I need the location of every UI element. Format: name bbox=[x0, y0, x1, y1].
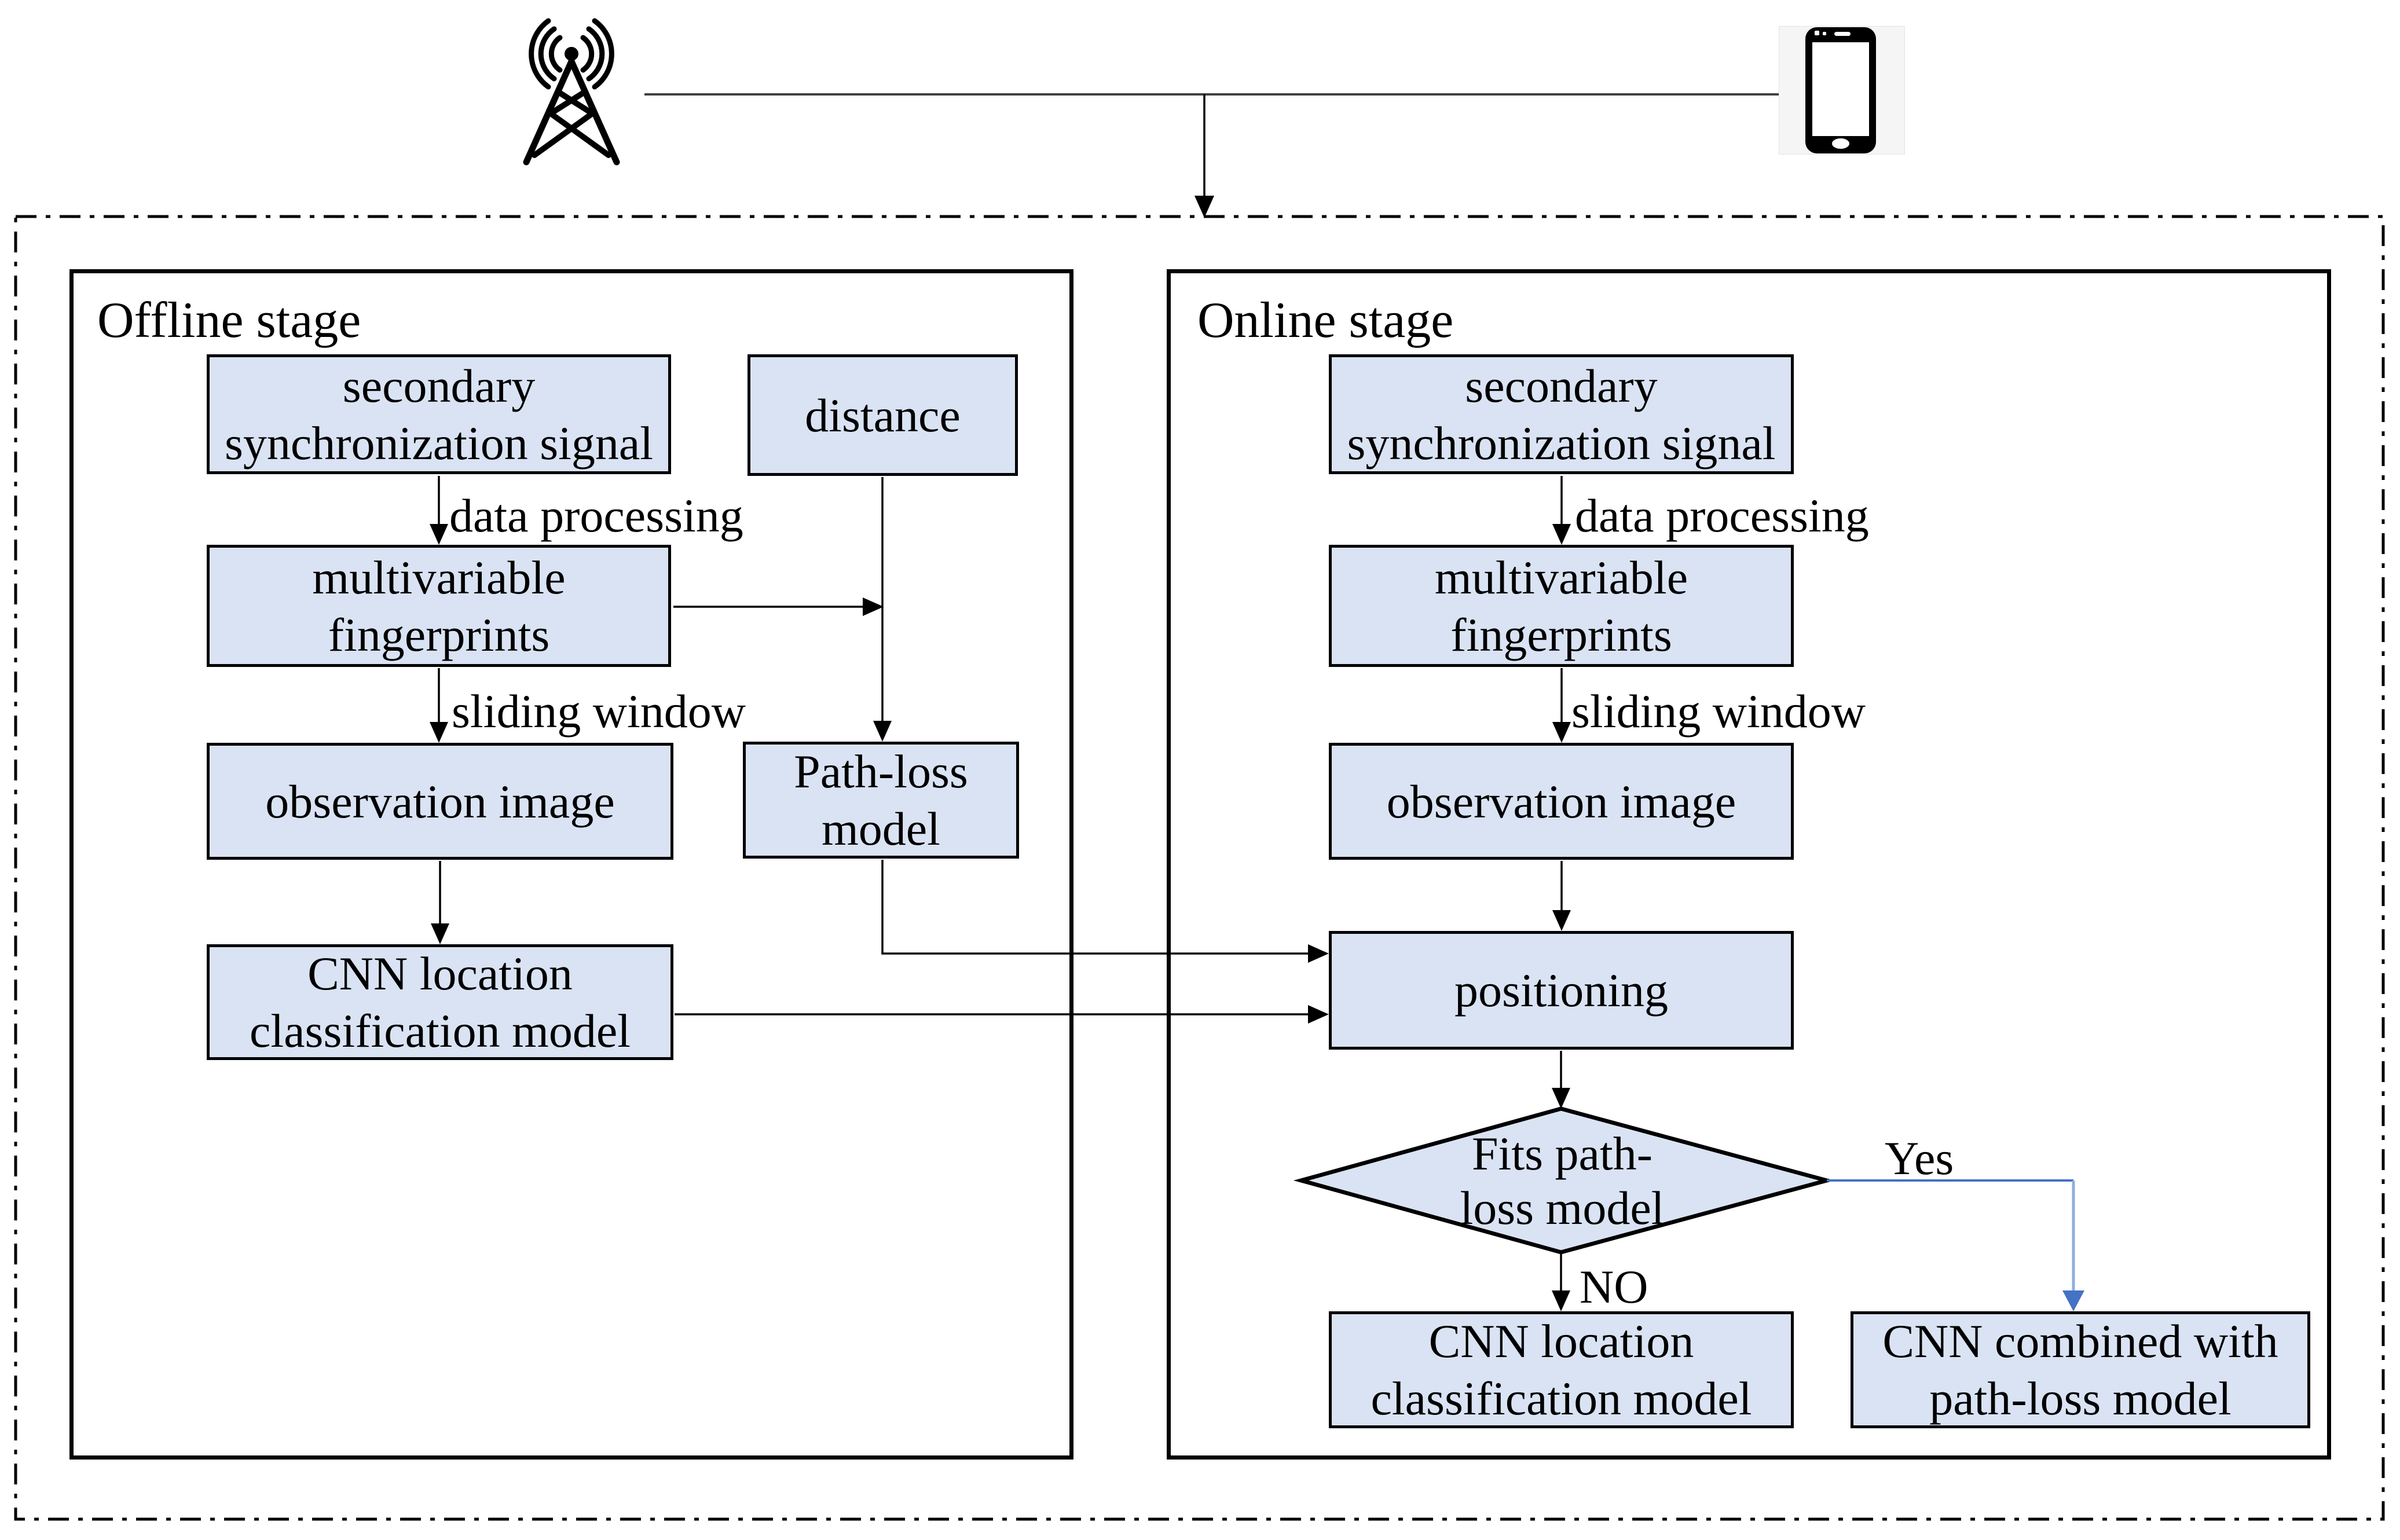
no-branch-label: NO bbox=[1580, 1260, 1648, 1313]
online-sliding-window-label: sliding window bbox=[1571, 685, 1866, 738]
smartphone-icon bbox=[1779, 26, 1905, 155]
offline-sliding-window-label: sliding window bbox=[452, 685, 746, 738]
offline-stage-title: Offline stage bbox=[97, 292, 361, 349]
offline-cnn-model-box: CNN location classification model bbox=[207, 944, 673, 1060]
offline-multivariable-box: multivariable fingerprints bbox=[207, 545, 671, 667]
online-multivariable-box: multivariable fingerprints bbox=[1329, 545, 1794, 667]
online-observation-box: observation image bbox=[1329, 743, 1794, 860]
decision-diamond-label: Fits path- loss model bbox=[1460, 1127, 1665, 1234]
offline-secondary-sync-box: secondary synchronization signal bbox=[207, 354, 671, 474]
antenna-icon bbox=[523, 18, 620, 166]
online-stage-title: Online stage bbox=[1197, 292, 1454, 349]
online-data-processing-label: data processing bbox=[1575, 489, 1869, 542]
offline-pathloss-box: Path-loss model bbox=[743, 742, 1019, 859]
offline-distance-box: distance bbox=[748, 354, 1018, 476]
downlink-arrow bbox=[1194, 94, 1214, 218]
yes-branch-label: Yes bbox=[1885, 1132, 1954, 1185]
online-cnn-model-box: CNN location classification model bbox=[1329, 1311, 1794, 1428]
online-cnn-combined-box: CNN combined with path-loss model bbox=[1851, 1311, 2310, 1428]
online-positioning-box: positioning bbox=[1329, 931, 1794, 1050]
offline-observation-box: observation image bbox=[207, 743, 673, 860]
online-secondary-sync-box: secondary synchronization signal bbox=[1329, 354, 1794, 474]
offline-data-processing-label: data processing bbox=[449, 489, 743, 542]
